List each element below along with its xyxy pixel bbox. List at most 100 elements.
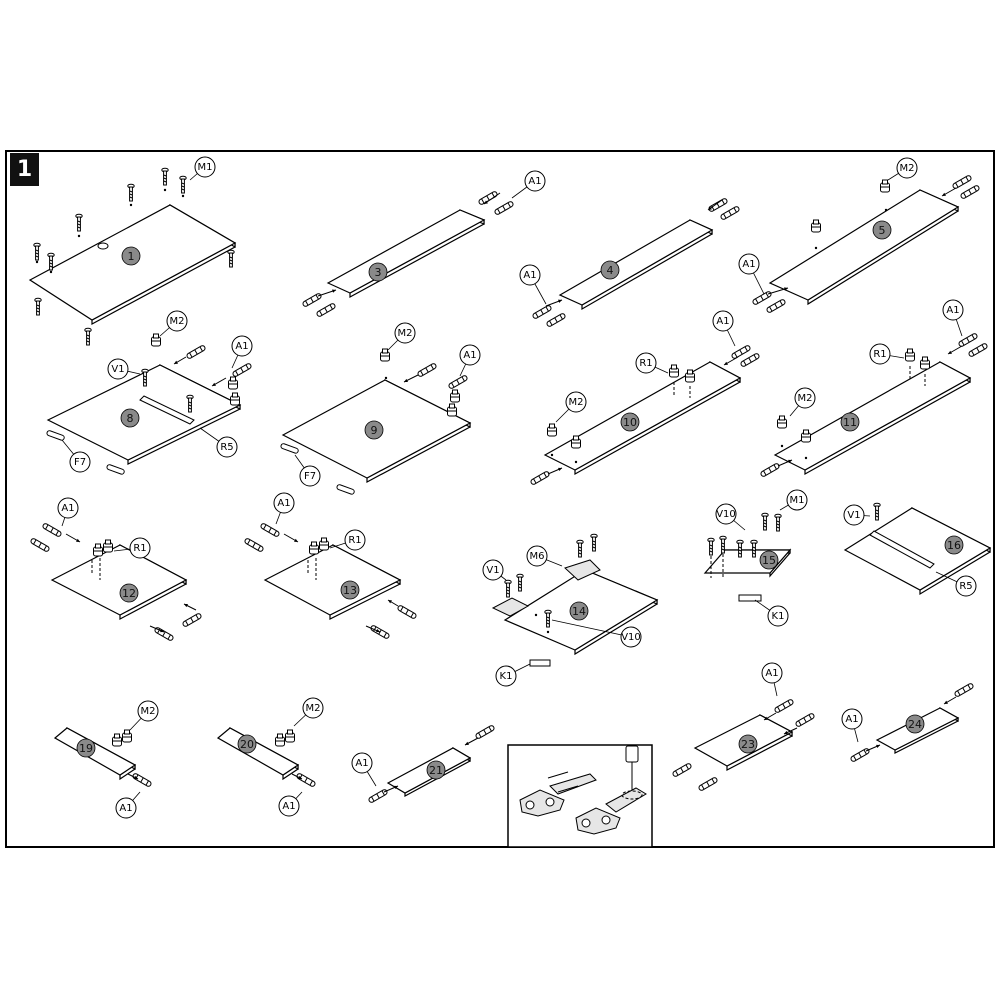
cam-lock	[122, 729, 132, 743]
hole-mark	[780, 444, 784, 448]
svg-text:9: 9	[371, 424, 378, 437]
svg-text:12: 12	[122, 587, 136, 600]
dowel	[545, 312, 567, 328]
dowel	[529, 470, 551, 486]
part-number-12: 12	[119, 583, 139, 603]
part-number-3: 3	[368, 262, 388, 282]
dowel	[531, 304, 553, 320]
svg-text:M2: M2	[900, 163, 915, 174]
panel-11	[773, 361, 972, 476]
dowel	[131, 772, 153, 788]
direction-arrow	[183, 603, 197, 611]
dowel	[759, 462, 781, 478]
svg-text:V1: V1	[486, 565, 499, 576]
hole-mark	[814, 246, 818, 250]
svg-text:A1: A1	[119, 803, 132, 814]
dowel	[794, 712, 816, 728]
svg-text:1: 1	[128, 250, 135, 263]
cam-lock	[447, 403, 457, 417]
svg-text:M1: M1	[198, 162, 213, 173]
dowel	[773, 698, 795, 714]
callout-M1: M1	[779, 489, 808, 511]
callout-A1: A1	[115, 791, 141, 819]
part-number-24: 24	[905, 714, 925, 734]
step-number-badge: 1	[10, 153, 39, 186]
dowel	[367, 788, 389, 804]
callout-A1: A1	[57, 497, 79, 527]
svg-text:M2: M2	[798, 393, 813, 404]
svg-text:V1: V1	[111, 364, 124, 375]
svg-text:A1: A1	[61, 503, 74, 514]
hole-mark	[384, 376, 388, 380]
callout-M2: M2	[555, 391, 587, 423]
callout-A1: A1	[712, 310, 736, 347]
cam-lock	[777, 415, 787, 429]
callout-A1: A1	[519, 264, 547, 305]
screw	[576, 539, 584, 558]
screw	[161, 167, 169, 186]
dowel	[181, 612, 203, 628]
callout-M1: M1	[189, 156, 216, 181]
svg-text:M2: M2	[398, 328, 413, 339]
cam-lock	[380, 348, 390, 362]
callout-F7: F7	[61, 439, 91, 473]
callout-A1: A1	[942, 299, 964, 337]
callout-M2: M2	[887, 157, 918, 181]
callout-M6: M6	[526, 545, 563, 567]
dowel	[243, 537, 265, 553]
svg-text:A1: A1	[235, 341, 248, 352]
svg-text:A1: A1	[355, 758, 368, 769]
callout-A1: A1	[761, 662, 783, 697]
dowel	[739, 352, 761, 368]
runner-rail	[139, 395, 195, 425]
callout-V10: V10	[715, 503, 746, 531]
svg-text:A1: A1	[716, 316, 729, 327]
part-number-5: 5	[872, 220, 892, 240]
direction-arrow	[783, 727, 798, 735]
callout-V1: V1	[843, 504, 871, 526]
cam-lock	[811, 219, 821, 233]
direction-arrow	[387, 599, 399, 607]
svg-text:R5: R5	[220, 442, 233, 453]
cam-lock	[450, 389, 460, 403]
screw	[84, 327, 92, 346]
direction-arrow	[707, 199, 723, 211]
part-number-23: 23	[738, 734, 758, 754]
cam-lock	[319, 537, 329, 551]
dowel	[493, 200, 515, 216]
direction-arrow	[173, 356, 187, 365]
svg-text:M2: M2	[141, 706, 156, 717]
screw	[227, 249, 235, 268]
part-number-9: 9	[364, 420, 384, 440]
svg-text:A1: A1	[742, 259, 755, 270]
svg-text:A1: A1	[845, 714, 858, 725]
svg-text:K1: K1	[500, 671, 513, 682]
callout-A1: A1	[351, 752, 377, 787]
instruction-frame	[5, 150, 995, 848]
dowel	[697, 776, 719, 792]
callout-M2: M2	[129, 700, 159, 731]
svg-text:R1: R1	[639, 358, 652, 369]
callout-A1: A1	[273, 492, 295, 525]
hinge-plate	[491, 597, 530, 617]
screw	[873, 502, 881, 521]
svg-text:R1: R1	[348, 535, 361, 546]
dowel	[707, 197, 729, 213]
part-number-19: 19	[76, 738, 96, 758]
svg-text:3: 3	[375, 266, 382, 279]
hole-mark	[574, 460, 578, 464]
part-number-14: 14	[569, 601, 589, 621]
screw	[179, 175, 187, 194]
screw	[707, 537, 715, 556]
dowel	[719, 205, 741, 221]
direction-arrow	[283, 533, 299, 543]
hinge-plate	[564, 559, 601, 581]
svg-text:8: 8	[127, 412, 134, 425]
callout-V10: V10	[551, 619, 642, 648]
svg-text:R1: R1	[873, 349, 886, 360]
part-number-11: 11	[840, 412, 860, 432]
callout-R1: R1	[635, 352, 669, 374]
panel-10	[543, 361, 742, 476]
hole-mark	[49, 270, 53, 274]
screw	[127, 183, 135, 202]
